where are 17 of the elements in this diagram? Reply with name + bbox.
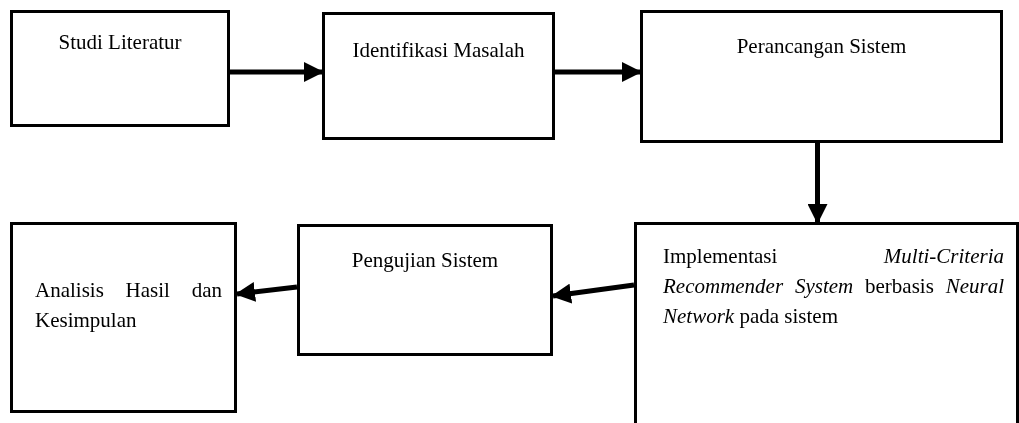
- box-label: Perancangan Sistem: [735, 33, 908, 60]
- box-label: Pengujian Sistem: [350, 247, 500, 274]
- box-label: Implementasi Multi-Criteria Recommender System berbasis Neural Network pada sistem: [663, 243, 1004, 330]
- arrow: [235, 282, 298, 302]
- process-box: [10, 10, 230, 127]
- process-box: [10, 222, 237, 413]
- process-box: [297, 224, 553, 356]
- arrow: [230, 62, 324, 82]
- process-box: [640, 10, 1003, 143]
- box-label: Analisis Hasil dan Kesimpulan: [35, 277, 222, 334]
- arrow: [551, 282, 635, 304]
- process-box: [634, 222, 1019, 423]
- arrow: [555, 62, 642, 82]
- process-box: [322, 12, 555, 140]
- arrow: [807, 143, 828, 224]
- box-label: Studi Literatur: [57, 29, 183, 56]
- box-label: Identifikasi Masalah: [351, 37, 526, 64]
